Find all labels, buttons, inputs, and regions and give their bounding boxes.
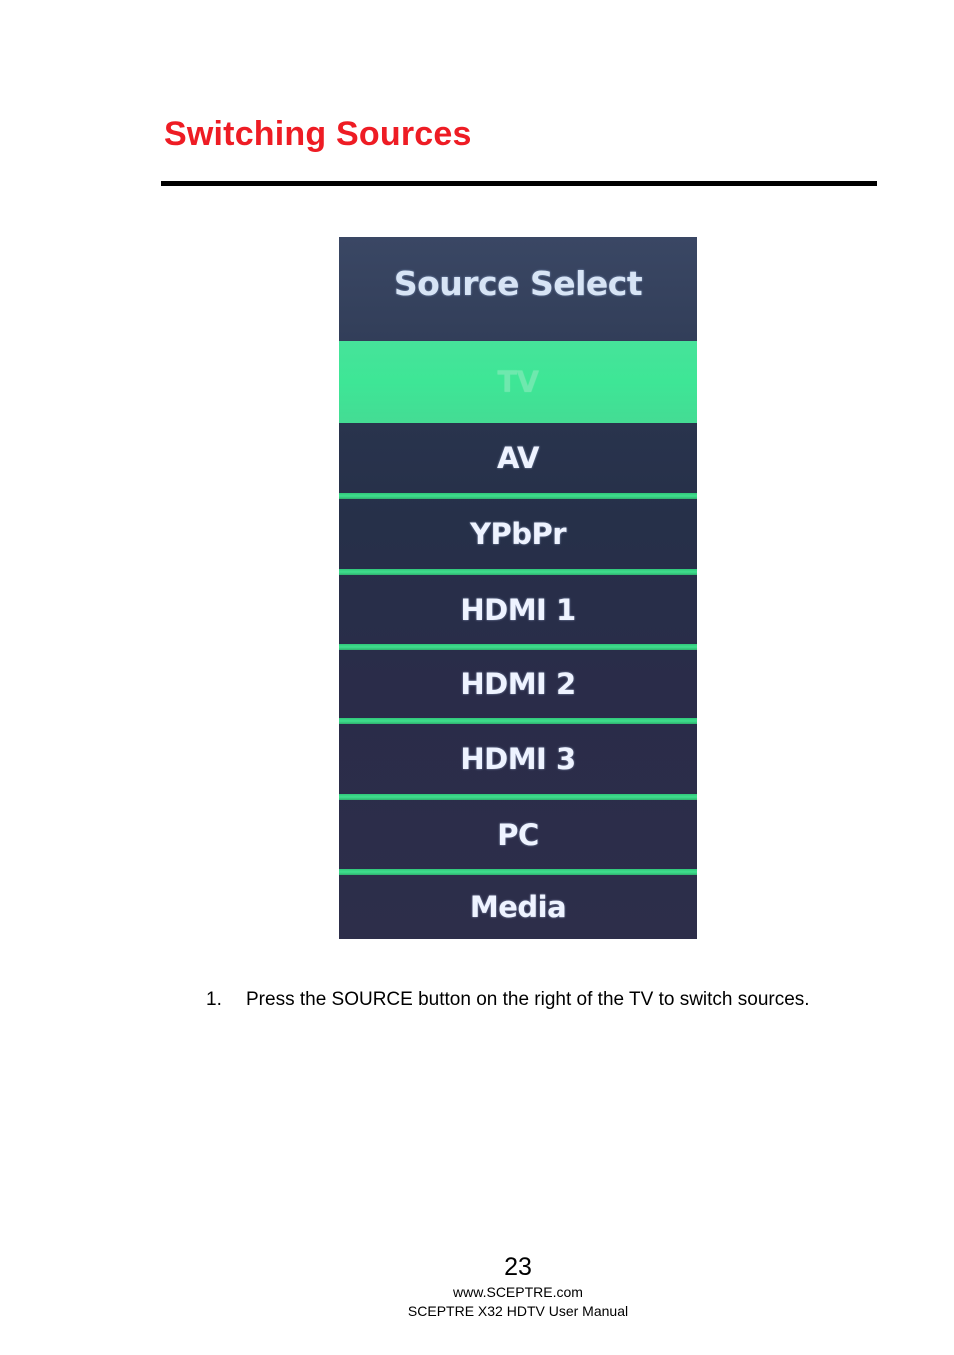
osd-item-label: AV [497,441,539,475]
osd-item-media: Media [339,875,697,939]
osd-divider [339,869,697,875]
instruction-step: 1. Press the SOURCE button on the right … [206,988,810,1012]
osd-item-label: YPbPr [469,517,567,551]
osd-item-label: PC [497,817,539,852]
osd-item-label: TV [497,365,539,399]
osd-header: Source Select [339,237,697,341]
footer-manual-title: SCEPTRE X32 HDTV User Manual [407,1303,629,1319]
step-text: Press the SOURCE button on the right of … [246,989,810,1010]
osd-item-hdmi-1: HDMI 1 [339,575,697,644]
osd-item-label: Media [469,890,567,924]
instruction-list: 1. Press the SOURCE button on the right … [206,988,810,1012]
osd-divider [339,718,697,724]
osd-item-label: HDMI 3 [460,742,576,776]
osd-item-label: HDMI 1 [460,592,576,627]
osd-divider [339,794,697,800]
osd-item-ypbpr: YPbPr [339,499,697,569]
osd-divider [339,569,697,575]
page-number: 23 [504,1253,532,1281]
osd-item-tv: TV [339,341,697,423]
step-number: 1. [206,989,222,1010]
osd-item-av: AV [339,423,697,493]
section-title: Switching Sources [164,115,472,153]
osd-divider [339,644,697,650]
title-divider [161,181,877,186]
footer-url: www.SCEPTRE.com [453,1284,583,1300]
osd-item-label: HDMI 2 [460,667,576,701]
source-select-menu-photo: Source Select TV AV YPbPr HDMI 1 HDMI 2 … [339,237,697,939]
osd-item-pc: PC [339,800,697,869]
osd-divider [339,493,697,499]
osd-item-hdmi-2: HDMI 2 [339,650,697,718]
osd-header-title: Source Select [393,263,643,303]
osd-item-hdmi-3: HDMI 3 [339,724,697,794]
